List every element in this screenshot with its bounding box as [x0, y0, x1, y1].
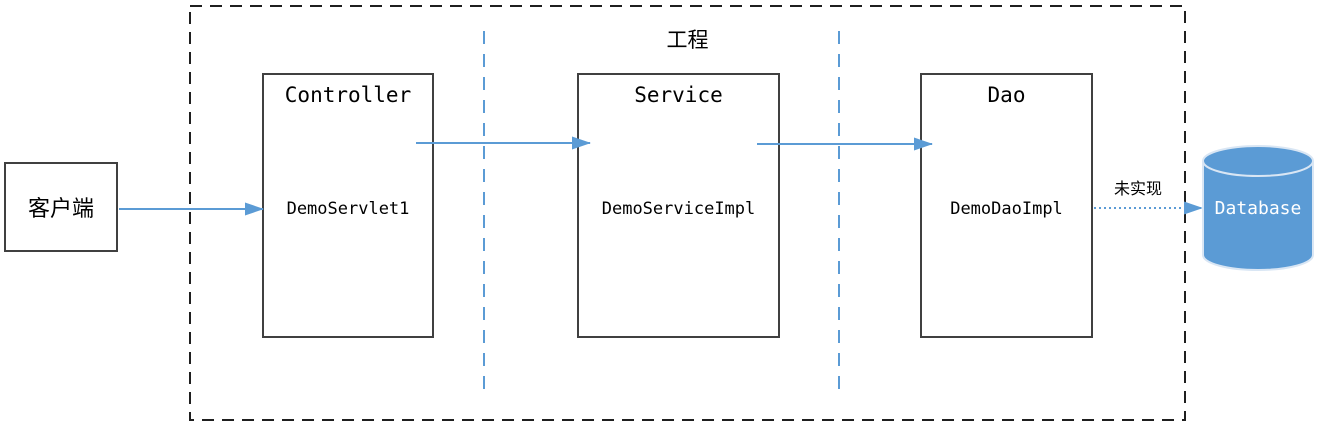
unimplemented-label: 未实现 [1113, 179, 1162, 198]
dao-node: Dao DemoDaoImpl [920, 73, 1093, 338]
project-container-title: 工程 [666, 28, 709, 52]
database-cylinder: Database [1202, 145, 1314, 271]
service-class-label: DemoServiceImpl [601, 199, 756, 219]
dao-title: Dao [987, 83, 1026, 107]
database-cylinder-body [1202, 161, 1314, 271]
controller-node: Controller DemoServlet1 [262, 73, 434, 338]
controller-class-label: DemoServlet1 [286, 199, 410, 219]
controller-title: Controller [284, 83, 412, 107]
service-title: Service [634, 83, 723, 107]
dao-class-label: DemoDaoImpl [950, 199, 1063, 219]
client-label: 客户端 [27, 197, 94, 222]
service-node: Service DemoServiceImpl [577, 73, 780, 338]
database-cylinder-top [1202, 145, 1314, 177]
client-node: 客户端 [4, 162, 118, 252]
database-label: Database [1215, 198, 1302, 219]
